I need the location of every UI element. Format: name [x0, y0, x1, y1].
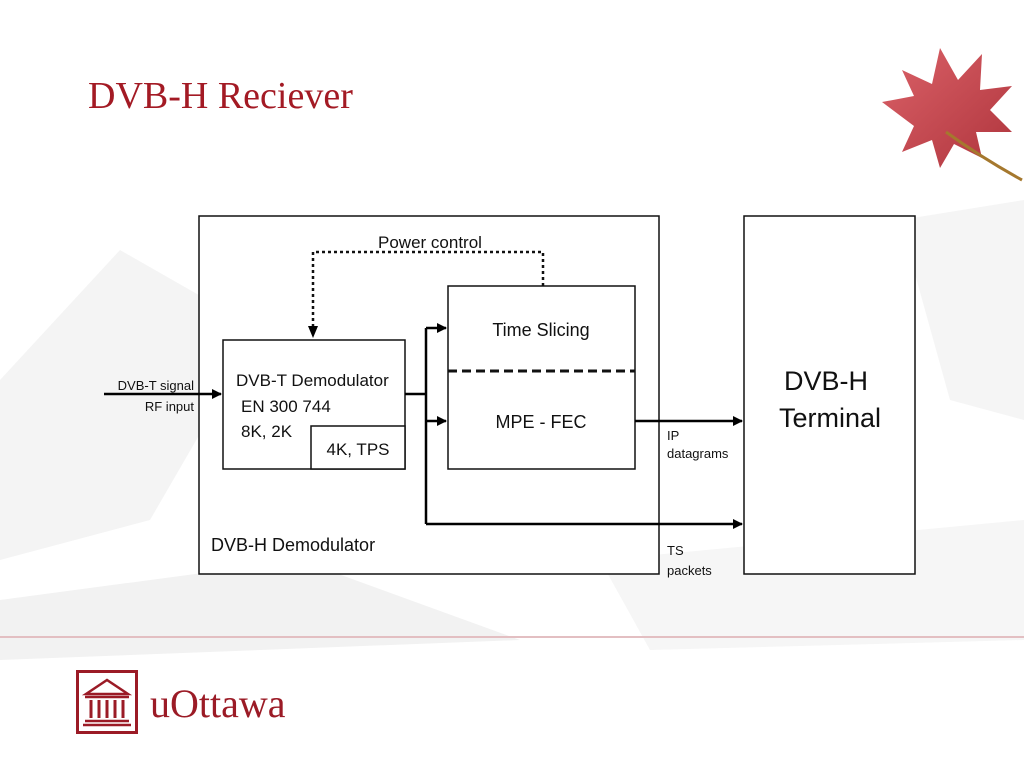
power-control-line	[311, 250, 545, 328]
ip-label-line1: IP	[667, 428, 679, 443]
uottawa-logo-text: uOttawa	[150, 681, 286, 726]
time-slicing-label: Time Slicing	[492, 320, 589, 340]
dvbh-terminal-box	[743, 215, 916, 575]
demod-title-label: DVB-T Demodulator	[236, 371, 389, 390]
mpe-fec-label: MPE - FEC	[495, 412, 586, 432]
terminal-label-line2: Terminal	[779, 403, 881, 433]
footer-rule	[0, 636, 1024, 638]
demod-extra-label: 4K, TPS	[327, 440, 390, 459]
timeslicing-mpefec-box	[447, 285, 636, 470]
input-rf-label: RF input	[145, 399, 195, 414]
power-control-label: Power control	[378, 233, 482, 252]
slide-title: DVB-H Reciever	[88, 75, 353, 117]
ts-label-line2: packets	[667, 563, 712, 578]
demod-modes-label: 8K, 2K	[241, 422, 293, 441]
outer-box-label: DVB-H Demodulator	[211, 535, 375, 555]
maple-leaf-icon	[882, 48, 1023, 182]
terminal-label-line1: DVB-H	[784, 366, 868, 396]
demod-standard-label: EN 300 744	[241, 397, 331, 416]
tps-box	[310, 425, 406, 470]
uottawa-building-icon	[76, 670, 138, 734]
input-signal-label: DVB-T signal	[118, 378, 194, 393]
ip-label-line2: datagrams	[667, 446, 729, 461]
ts-label-line1: TS	[667, 543, 684, 558]
